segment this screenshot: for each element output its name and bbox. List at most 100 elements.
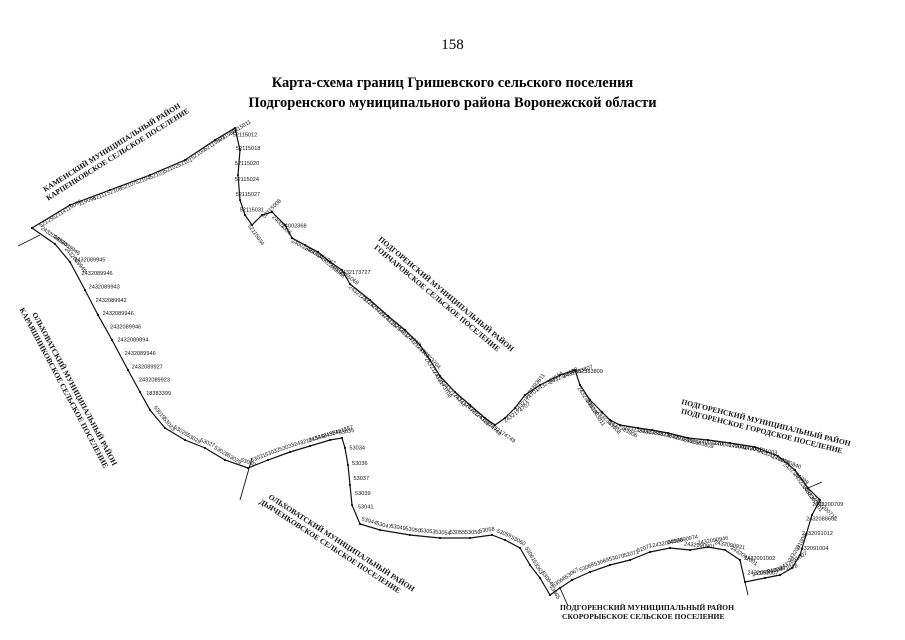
boundary-vertex	[148, 173, 152, 177]
boundary-vertex	[503, 538, 507, 542]
boundary-vertex	[328, 260, 332, 264]
boundary-vertex	[288, 450, 292, 454]
boundary-vertex	[503, 416, 507, 420]
boundary-vertex	[283, 223, 287, 227]
boundary-vertex	[728, 441, 732, 445]
boundary-point-label: 52104	[135, 175, 152, 186]
boundary-vertex	[513, 406, 517, 410]
boundary-vertex	[316, 250, 320, 254]
boundary-vertex	[518, 546, 522, 550]
boundary-point-label: 24004172002	[728, 443, 763, 454]
boundary-point-label: 2432174749	[487, 422, 516, 445]
region-label-podg-goncharov: ПОДГОРЕНСКИЙ МУНИЦИПАЛЬНЫЙ РАЙОН ГОНЧАРО…	[372, 235, 516, 354]
boundary-vertex	[30, 226, 34, 230]
neighbor-boundary-spurs	[17, 234, 823, 607]
boundary-point-label: 2432089946	[103, 311, 134, 317]
boundary-vertex	[538, 383, 542, 387]
boundary-point-label: 53041	[358, 505, 374, 511]
boundary-vertex	[453, 390, 457, 394]
boundary-vertex	[340, 268, 344, 272]
map-title-line-2: Подгоренского муниципального района Воро…	[248, 95, 657, 111]
boundary-point-label: 2432091012	[802, 531, 833, 537]
boundary-vertex	[290, 236, 294, 240]
boundary-vertex	[368, 298, 372, 302]
boundary-vertex	[618, 423, 622, 427]
boundary-vertex	[96, 313, 100, 317]
boundary-vertex	[348, 483, 352, 487]
boundary-point-label: 2432089945	[74, 258, 105, 264]
boundary-point-label: 53068	[579, 562, 596, 574]
boundary-vertex	[233, 126, 237, 130]
boundary-spur	[744, 581, 749, 596]
boundary-vertex	[523, 393, 527, 397]
boundary-vertex	[163, 426, 167, 430]
boundary-vertex	[213, 138, 217, 142]
boundary-point-label: 52115018	[236, 146, 260, 152]
boundary-point-label: 24002368	[282, 223, 307, 229]
boundary-point-label: 52108	[106, 186, 123, 197]
boundary-point-label: 52115020	[235, 161, 259, 167]
boundary-point-label: 53031	[250, 453, 267, 464]
boundary-point-label: 53069	[593, 557, 610, 568]
boundary-vertex	[548, 593, 552, 597]
region-label-line: ОЛЬХОВАТСКИЙ МУНИЦИПАЛЬНЫЙ РАЙОН	[30, 311, 119, 467]
boundary-point-label: 52115024	[235, 177, 259, 183]
boundary-spur	[239, 457, 253, 501]
boundary-vertex	[600, 410, 604, 414]
boundary-point-label: 2432089943	[89, 284, 120, 290]
boundary-vertex	[223, 458, 227, 462]
boundary-vertex	[558, 373, 562, 377]
boundary-point-label: 52101	[177, 157, 194, 169]
boundary-point-label: 52115031	[240, 208, 264, 214]
region-label-line: ПОДГОРЕНСКИЙ МУНИЦИПАЛЬНЫЙ РАЙОН	[377, 235, 516, 354]
boundary-vertex	[183, 438, 187, 442]
boundary-vertex	[628, 558, 632, 562]
boundary-vertex	[798, 553, 802, 557]
boundary-vertex	[804, 533, 808, 537]
boundary-vertex	[343, 446, 347, 450]
boundary-point-label: 52102	[163, 163, 180, 175]
boundary-point-label: 53049	[390, 524, 406, 532]
boundary-point-label: 53036	[352, 461, 368, 467]
boundary-vertex	[743, 580, 747, 584]
boundary-point-label: 53065	[548, 584, 561, 600]
boundary-vertex	[260, 213, 264, 217]
boundary-vertex	[558, 586, 562, 590]
boundary-point-labels: 5212552114119090119098521115210852107521…	[39, 119, 844, 600]
boundary-point-label: 53060	[510, 535, 527, 548]
boundary-vertex	[358, 522, 362, 526]
boundary-vertex	[468, 536, 472, 540]
boundary-point-label: 2432089944	[39, 226, 68, 249]
region-label-line: СКОРОРЫБСКОЕ СЕЛЬСКОЕ ПОСЕЛЕНИЕ	[562, 612, 725, 621]
boundary-vertex	[408, 533, 412, 537]
boundary-vertex	[490, 533, 494, 537]
boundary-vertex	[753, 445, 757, 449]
boundary-vertex	[666, 431, 670, 435]
boundary-point-label: 2432200709	[812, 502, 843, 508]
boundary-point-label: 53061	[523, 546, 536, 562]
boundary-vertex	[83, 288, 87, 292]
boundary-point-label: 2432089946	[110, 324, 141, 330]
boundary-vertex	[493, 423, 497, 427]
boundary-point-label: 53027	[199, 438, 216, 449]
boundary-point-label: 52115034	[246, 223, 265, 246]
boundary-point-label: 2432383807	[623, 426, 655, 437]
boundary-vertex	[738, 558, 742, 562]
boundary-vertex	[308, 444, 312, 448]
boundary-vertex	[468, 403, 472, 407]
boundary-vertex	[246, 466, 250, 470]
boundary-vertex	[706, 545, 710, 549]
boundary-point-label: 2432089927	[132, 364, 163, 370]
boundary-vertex	[126, 368, 130, 372]
boundary-vertex	[688, 548, 692, 552]
boundary-point-label: 53035	[338, 428, 354, 436]
boundary-point-label: 53053	[420, 528, 436, 536]
boundary-point-label: 2432089942	[96, 298, 127, 304]
boundary-point-label: 53054	[435, 530, 451, 538]
boundary-vertex	[793, 468, 797, 472]
region-label-olkh-dyachen: ОЛЬХОВАТСКИЙ МУНИЦИПАЛЬНЫЙ РАЙОН ДЬЯЧЕНК…	[258, 492, 417, 595]
boundary-vertex	[250, 223, 254, 227]
boundary-vertex	[138, 390, 142, 394]
boundary-point-label: 2432089894	[117, 338, 148, 344]
boundary-vertex	[428, 358, 432, 362]
